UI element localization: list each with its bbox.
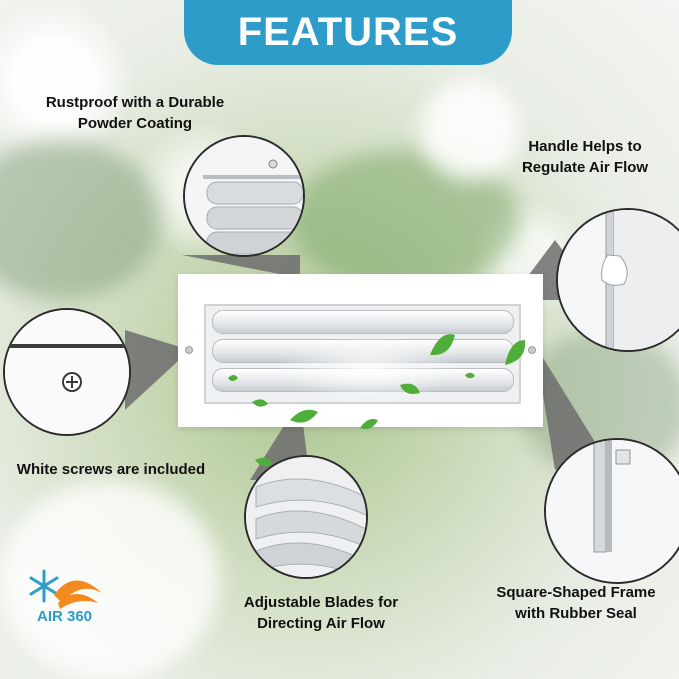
background-blur bbox=[420, 80, 520, 180]
screw-icon bbox=[268, 159, 278, 169]
vent-blade bbox=[212, 310, 514, 334]
zoom-frame bbox=[544, 438, 679, 584]
zoom-coating bbox=[183, 135, 305, 257]
caption-frame: Square-Shaped Frame with Rubber Seal bbox=[486, 582, 666, 624]
leaf-icon bbox=[430, 334, 455, 356]
handle-icon bbox=[601, 254, 628, 286]
airflow-glow bbox=[278, 334, 458, 404]
leaf-icon bbox=[255, 457, 273, 467]
leaf-icon bbox=[400, 383, 420, 394]
wedge-screws bbox=[125, 330, 190, 410]
caption-blades-line1: Adjustable Blades for bbox=[243, 594, 399, 611]
caption-handle-line1: Handle Helps to bbox=[528, 138, 642, 155]
background-blur bbox=[0, 140, 160, 300]
wedge-coating bbox=[182, 255, 300, 278]
caption-coating-line1: Rustproof with a Durable bbox=[45, 94, 225, 111]
caption-frame-line2: with Rubber Seal bbox=[515, 605, 637, 622]
wedge-frame bbox=[535, 345, 600, 470]
leaf-icon bbox=[360, 419, 378, 429]
caption-handle: Handle Helps to Regulate Air Flow bbox=[500, 136, 670, 178]
vent-grille bbox=[178, 274, 543, 427]
caption-coating-line2: Powder Coating bbox=[77, 115, 193, 132]
caption-blades: Adjustable Blades for Directing Air Flow bbox=[226, 592, 416, 634]
leaf-icon bbox=[505, 340, 526, 365]
leaf-icon bbox=[465, 372, 475, 379]
banner-title: FEATURES bbox=[237, 10, 459, 54]
zoom-handle bbox=[556, 208, 679, 352]
caption-blades-line2: Directing Air Flow bbox=[257, 615, 385, 632]
features-banner: FEATURES bbox=[184, 0, 512, 65]
logo-text: AIR 360 bbox=[37, 608, 93, 625]
leaf-icon bbox=[228, 375, 238, 381]
leaf-icon bbox=[252, 399, 268, 407]
leaf-icon bbox=[290, 409, 318, 423]
caption-frame-line1: Square-Shaped Frame bbox=[496, 584, 656, 601]
caption-screws: White screws are included bbox=[4, 459, 218, 480]
screw-icon bbox=[528, 346, 536, 354]
screw-icon bbox=[615, 449, 631, 465]
snowflake-sun-logo-icon bbox=[29, 569, 102, 609]
caption-handle-line2: Regulate Air Flow bbox=[521, 159, 649, 176]
caption-coating: Rustproof with a Durable Powder Coating bbox=[20, 92, 250, 134]
zoom-screws bbox=[3, 308, 131, 436]
screw-icon bbox=[185, 346, 193, 354]
caption-screws-line1: White screws are included bbox=[16, 461, 206, 478]
background-blur bbox=[0, 480, 220, 679]
zoom-blades bbox=[244, 455, 368, 579]
